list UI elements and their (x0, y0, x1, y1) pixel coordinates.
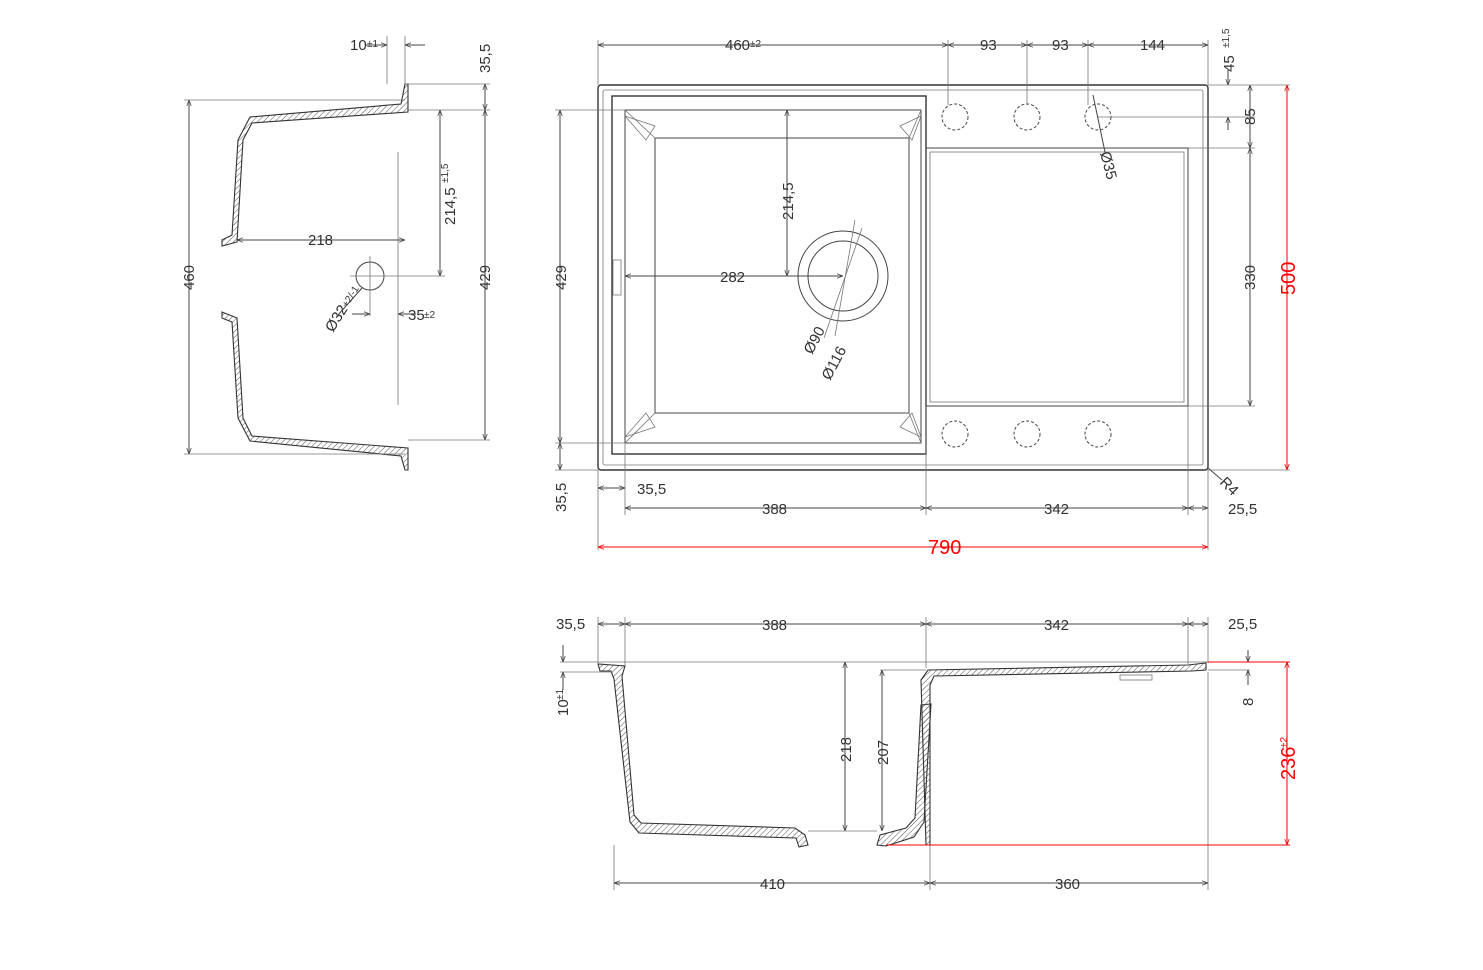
bowl-outer (611, 95, 927, 455)
tap-hole (1084, 420, 1112, 448)
side-profile-lower (221, 311, 409, 471)
top-right-rim: 25,5 (1228, 501, 1257, 518)
top-hole-edge-offset: 45 (1221, 55, 1238, 72)
svg-text:+2/-1: +2/-1 (340, 284, 362, 310)
side-rim-thickness: 10 (350, 37, 367, 54)
front-bottom-drainboard-width: 360 (1055, 876, 1080, 893)
side-drain-offset-v: 214,5 (442, 187, 459, 225)
front-bowl-profile (597, 663, 809, 848)
front-drainboard-width: 342 (1044, 617, 1069, 634)
svg-text:±1: ±1 (555, 689, 566, 700)
front-drainboard-profile (920, 662, 1207, 846)
svg-text:±1,5: ±1,5 (440, 163, 451, 183)
front-bowl-depth: 218 (838, 737, 855, 762)
front-inner-depth: 207 (875, 740, 892, 765)
tap-hole (941, 103, 969, 131)
tap-hole (1013, 420, 1041, 448)
top-overall-depth: 500 (1278, 262, 1300, 295)
side-depth-to-drain: 218 (308, 232, 333, 249)
side-view: 10 ±1 35,5 214,5 ±1,5 218 460 429 Ø32 +2… (181, 36, 494, 471)
side-rim-height: 35,5 (477, 44, 494, 73)
svg-text:±2: ±2 (750, 39, 761, 50)
front-view: 35,5 388 342 25,5 10 ±1 218 207 8 236 ±2… (555, 616, 1300, 893)
top-hole-diameter: Ø35 (1096, 150, 1120, 182)
top-edge-to-hole: 144 (1140, 37, 1165, 54)
top-hole-spacing-1: 93 (980, 37, 997, 54)
top-drain-inner: Ø90 (801, 324, 829, 357)
front-bowl-width: 388 (762, 617, 787, 634)
front-right-rim: 25,5 (1228, 616, 1257, 633)
top-bowl-inner-width: 388 (762, 501, 787, 518)
top-drainboard-depth: 330 (1242, 265, 1259, 290)
top-hole-row-offset: 85 (1242, 108, 1259, 125)
front-left-rim: 35,5 (556, 616, 585, 633)
tap-hole (941, 420, 969, 448)
front-bottom-bowl-width: 410 (760, 876, 785, 893)
top-drain-outer: Ø116 (819, 343, 851, 382)
side-profile (221, 83, 409, 247)
side-drain-offset-h: 35 (408, 307, 425, 324)
top-overall-width: 790 (928, 537, 961, 559)
top-drain-from-left: 282 (720, 269, 745, 286)
top-hole-spacing-2: 93 (1052, 37, 1069, 54)
svg-text:±2: ±2 (1279, 737, 1290, 748)
svg-text:±1,5: ±1,5 (1221, 28, 1232, 48)
top-left-rim: 35,5 (637, 481, 666, 498)
sink-outline (597, 84, 1209, 471)
side-inner-depth: 429 (477, 265, 494, 290)
svg-text:±1: ±1 (367, 39, 378, 50)
front-overall-height: 236 (1278, 747, 1300, 780)
front-rim-thickness: 10 (555, 699, 572, 716)
side-overall-depth: 460 (181, 265, 198, 290)
top-view: 460 ±2 93 93 144 45 ±1,5 85 Ø35 214,5 28… (553, 28, 1300, 559)
top-bowl-inner-depth: 429 (553, 265, 570, 290)
top-bowl-width: 460 (725, 37, 750, 54)
top-drain-from-top: 214,5 (780, 182, 797, 220)
drainboard (925, 147, 1189, 407)
top-drainboard-width: 342 (1044, 501, 1069, 518)
tap-hole (1013, 103, 1041, 131)
top-front-rim: 35,5 (553, 483, 570, 512)
svg-text:±2: ±2 (424, 310, 435, 321)
front-drainboard-step: 8 (1240, 698, 1257, 706)
